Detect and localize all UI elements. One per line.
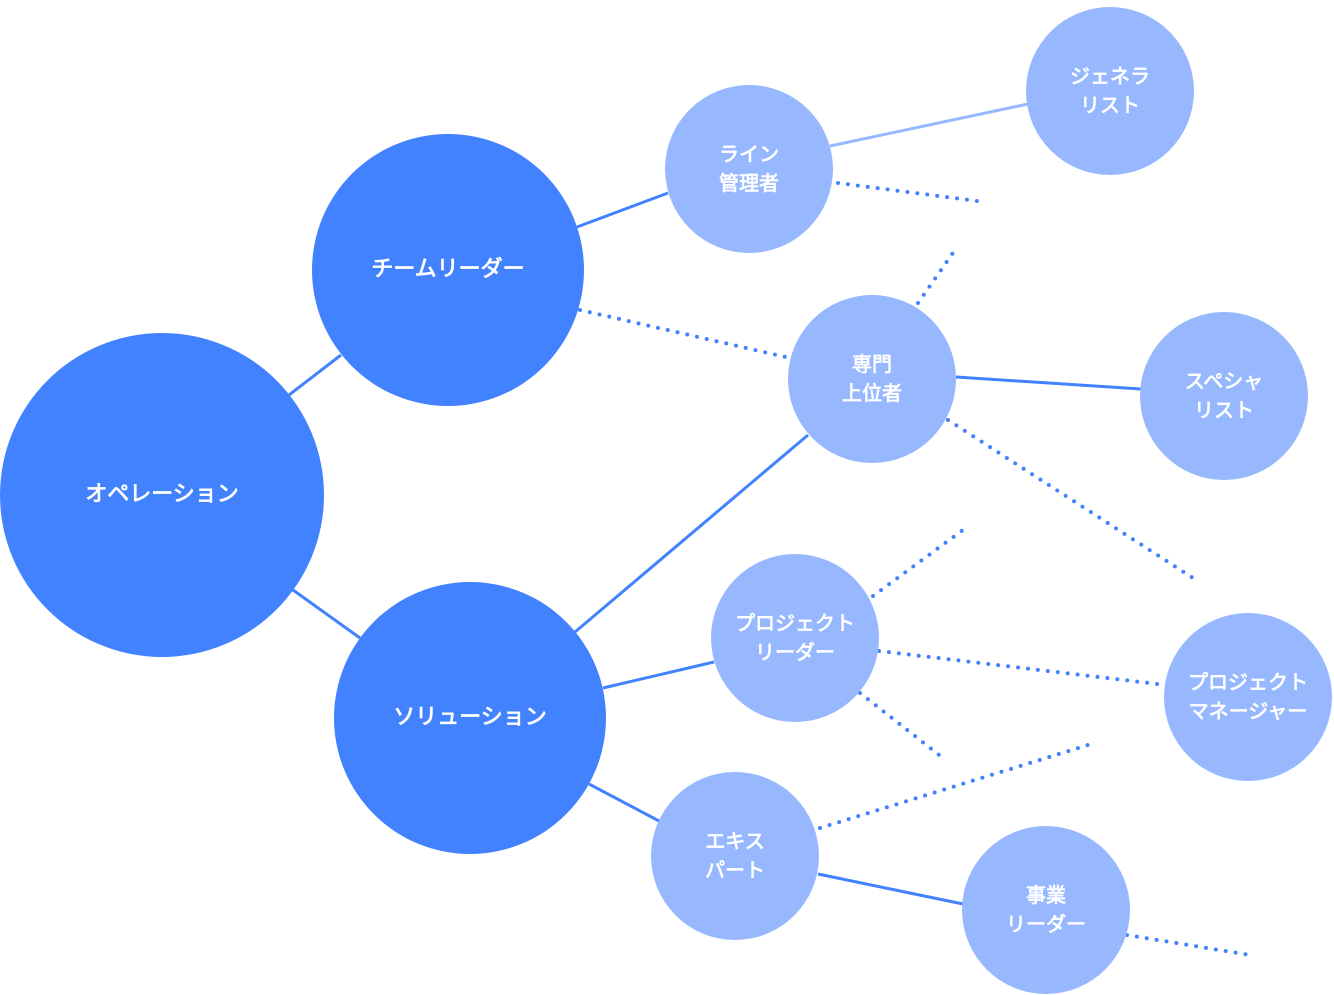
node-label: マネージャー bbox=[1188, 699, 1308, 723]
node-label: リーダー bbox=[755, 640, 835, 664]
edge-senior-specialist bbox=[955, 375, 1142, 391]
node-expert: エキスパート bbox=[651, 772, 819, 940]
dotted-edge bbox=[836, 181, 987, 204]
node-label: リスト bbox=[1194, 398, 1254, 422]
node-label: エキス bbox=[705, 829, 765, 853]
node-label: ライン bbox=[719, 142, 779, 166]
dotted-edge bbox=[946, 418, 1195, 580]
node-label: プロジェクト bbox=[735, 611, 855, 635]
node-label: リーダー bbox=[1006, 912, 1086, 936]
node-solution: ソリューション bbox=[334, 582, 606, 854]
edge-operation-teamleader bbox=[288, 353, 342, 397]
node-label: 上位者 bbox=[842, 381, 902, 405]
node-label: 事業 bbox=[1026, 883, 1066, 907]
node-team-leader: チームリーダー bbox=[312, 134, 584, 406]
dotted-edge bbox=[578, 308, 792, 360]
dotted-edge bbox=[871, 525, 969, 598]
edge-linemanager-generalist bbox=[829, 102, 1029, 148]
edge-teamleader-linemanager bbox=[576, 191, 669, 229]
node-line-manager: ライン管理者 bbox=[665, 85, 833, 253]
node-label: 管理者 bbox=[719, 171, 779, 195]
dotted-edge bbox=[858, 691, 945, 760]
node-label: ソリューション bbox=[393, 705, 547, 731]
edge-expert-businessleader bbox=[817, 872, 964, 906]
node-label: オペレーション bbox=[85, 482, 239, 508]
node-label: プロジェクト bbox=[1188, 670, 1308, 694]
dotted-edge bbox=[1125, 933, 1252, 957]
node-generalist: ジェネラリスト bbox=[1026, 7, 1194, 175]
dotted-edge bbox=[877, 649, 1168, 687]
edge-solution-senior bbox=[574, 433, 809, 634]
node-senior-specialist: 専門上位者 bbox=[788, 295, 956, 463]
node-specialist: スペシャリスト bbox=[1140, 312, 1308, 480]
node-operation: オペレーション bbox=[0, 333, 324, 657]
node-label: リスト bbox=[1080, 93, 1140, 117]
node-project-leader: プロジェクトリーダー bbox=[711, 554, 879, 722]
node-business-leader: 事業リーダー bbox=[962, 826, 1130, 994]
node-label: 専門 bbox=[852, 352, 892, 376]
node-label: スペシャ bbox=[1184, 369, 1264, 393]
node-label: ジェネラ bbox=[1070, 64, 1150, 88]
node-project-manager: プロジェクトマネージャー bbox=[1164, 613, 1332, 781]
edge-solution-expert bbox=[588, 782, 660, 823]
dotted-edge bbox=[818, 743, 1090, 830]
node-label: パート bbox=[705, 858, 765, 882]
edge-solution-projectleader bbox=[602, 660, 715, 690]
dotted-edge bbox=[916, 248, 957, 305]
edge-operation-solution bbox=[292, 588, 361, 640]
node-label: チームリーダー bbox=[371, 257, 525, 283]
